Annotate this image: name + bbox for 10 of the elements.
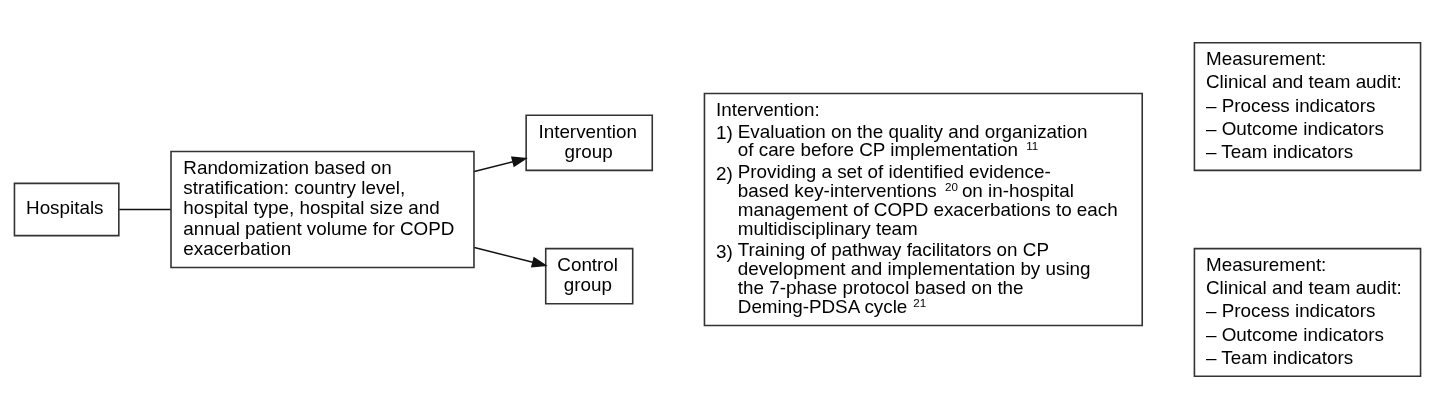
node-box: Intervention: 1) Evaluation on the quality and organization of care before CP implementation$^{11}$ 2) Providing a set of identified evidence-based key-interventions$^{20}$ on in-hospital management of COPD exacerbations to each multidisciplinary team 3) Training of pathway facilitators on CP development and implementation by using the 7-phase protocol based on the Deming-PDSA cycle$^{21}$ bbox=[703, 92, 1144, 327]
arrow bbox=[473, 246, 548, 268]
connector bbox=[118, 208, 172, 211]
node-box: Randomization based on stratification: country level, hospital type, hospital size and annual patient volume for COPD exacerbation bbox=[170, 150, 475, 269]
node-box: Control group bbox=[544, 247, 634, 305]
node-box: Intervention group bbox=[525, 114, 654, 172]
arrow bbox=[473, 156, 528, 173]
node-box: Measurement: Clinical and team audit: – Process indicators – Outcome indicators – Team indicators bbox=[1193, 247, 1422, 377]
node-box: Hospitals bbox=[13, 182, 120, 237]
node-box: Measurement: Clinical and team audit: – Process indicators – Outcome indicators – Team indicators bbox=[1193, 42, 1422, 172]
